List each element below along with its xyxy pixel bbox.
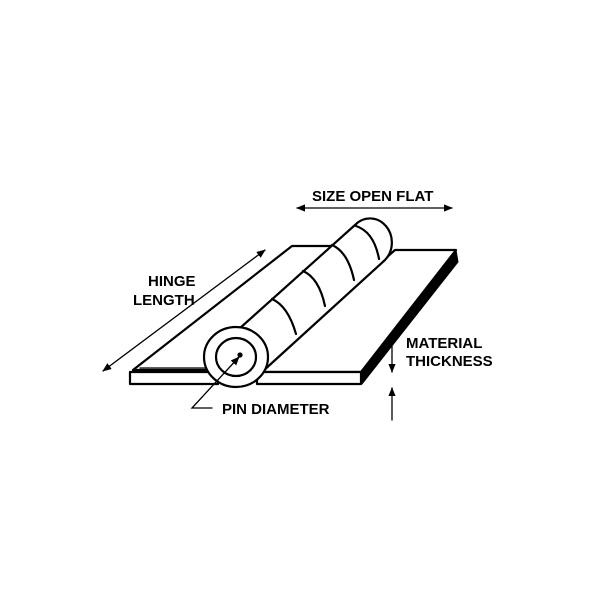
hinge-length-arrow xyxy=(102,249,266,372)
pin-diameter-leader xyxy=(190,356,240,409)
hinge-length-label-line2: LENGTH xyxy=(133,292,195,309)
pin-center-dot xyxy=(237,352,243,358)
knuckle-segment-lines xyxy=(270,224,381,336)
material-thickness-label-line1: MATERIAL xyxy=(406,335,483,352)
right-leaf-edge xyxy=(255,370,363,386)
size-open-flat-label: SIZE OPEN FLAT xyxy=(312,188,434,205)
knuckle-curl-inner xyxy=(214,336,258,378)
material-thickness-label-line2: THICKNESS xyxy=(406,353,493,370)
hinge-knuckle-barrel xyxy=(228,217,393,374)
hinge-length-label-line1: HINGE xyxy=(148,273,196,290)
left-leaf-edge xyxy=(128,370,220,386)
pin-diameter-label: PIN DIAMETER xyxy=(222,401,330,418)
right-leaf-thickness-side xyxy=(360,249,459,385)
